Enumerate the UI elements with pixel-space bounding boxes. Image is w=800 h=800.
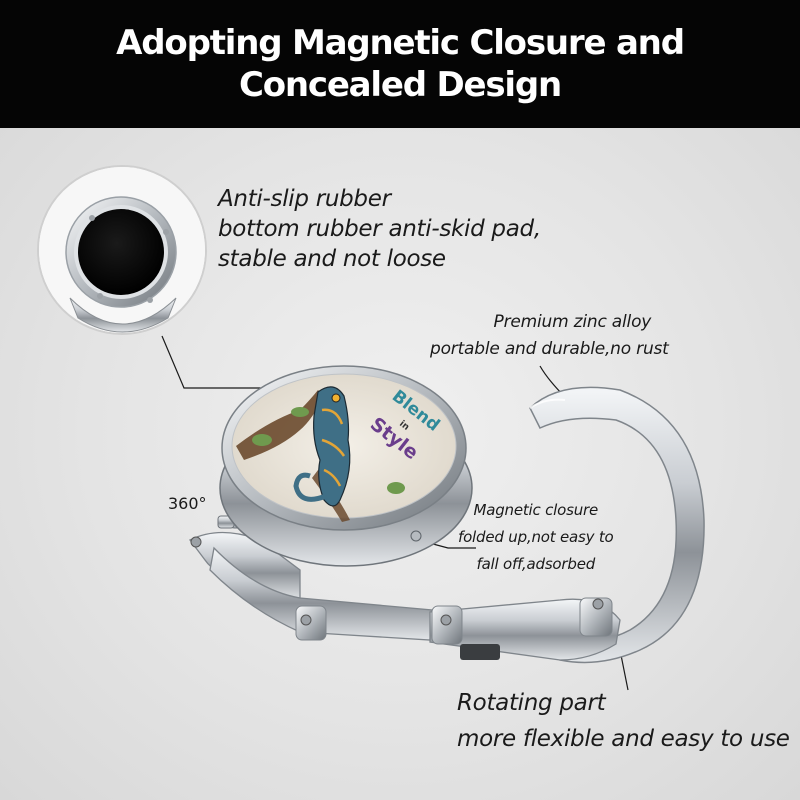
anti-slip-line-1: Anti-slip rubber	[218, 186, 391, 212]
annotation-zinc-alloy: Premium zinc alloy portable and durable,…	[430, 309, 669, 363]
hinge-arms	[189, 531, 621, 661]
medallion: Blend in Style	[219, 365, 473, 567]
rotation-angle-label: 360°	[168, 494, 207, 513]
zinc-line-1: Premium zinc alloy	[493, 312, 652, 332]
zinc-line-2: portable and durable,no rust	[430, 339, 669, 359]
rotating-line-2: more flexible and easy to use	[457, 726, 790, 752]
magnetic-line-3: fall off,adsorbed	[476, 555, 596, 573]
magnetic-line-2: folded up,not easy to	[458, 528, 614, 546]
magnet-dot	[410, 530, 422, 542]
anti-slip-line-2: bottom rubber anti-skid pad,	[218, 216, 541, 242]
hook-ring	[529, 386, 705, 664]
rotating-pivot	[592, 598, 604, 610]
magnetic-line-1: Magnetic closure	[473, 501, 599, 519]
inset-bottom-view	[37, 165, 207, 335]
annotation-magnetic: Magnetic closure folded up,not easy to f…	[458, 497, 614, 578]
title-line-1: Adopting Magnetic Closure and	[116, 23, 685, 63]
title-banner: Adopting Magnetic Closure and Concealed …	[0, 0, 800, 128]
annotation-anti-slip: Anti-slip rubber bottom rubber anti-skid…	[218, 184, 541, 274]
annotation-rotating: Rotating part more flexible and easy to …	[457, 685, 790, 757]
title-line-2: Concealed Design	[238, 65, 562, 105]
rotating-line-1: Rotating part	[457, 690, 606, 716]
anti-slip-line-3: stable and not loose	[218, 246, 446, 272]
rubber-pad	[78, 209, 164, 295]
